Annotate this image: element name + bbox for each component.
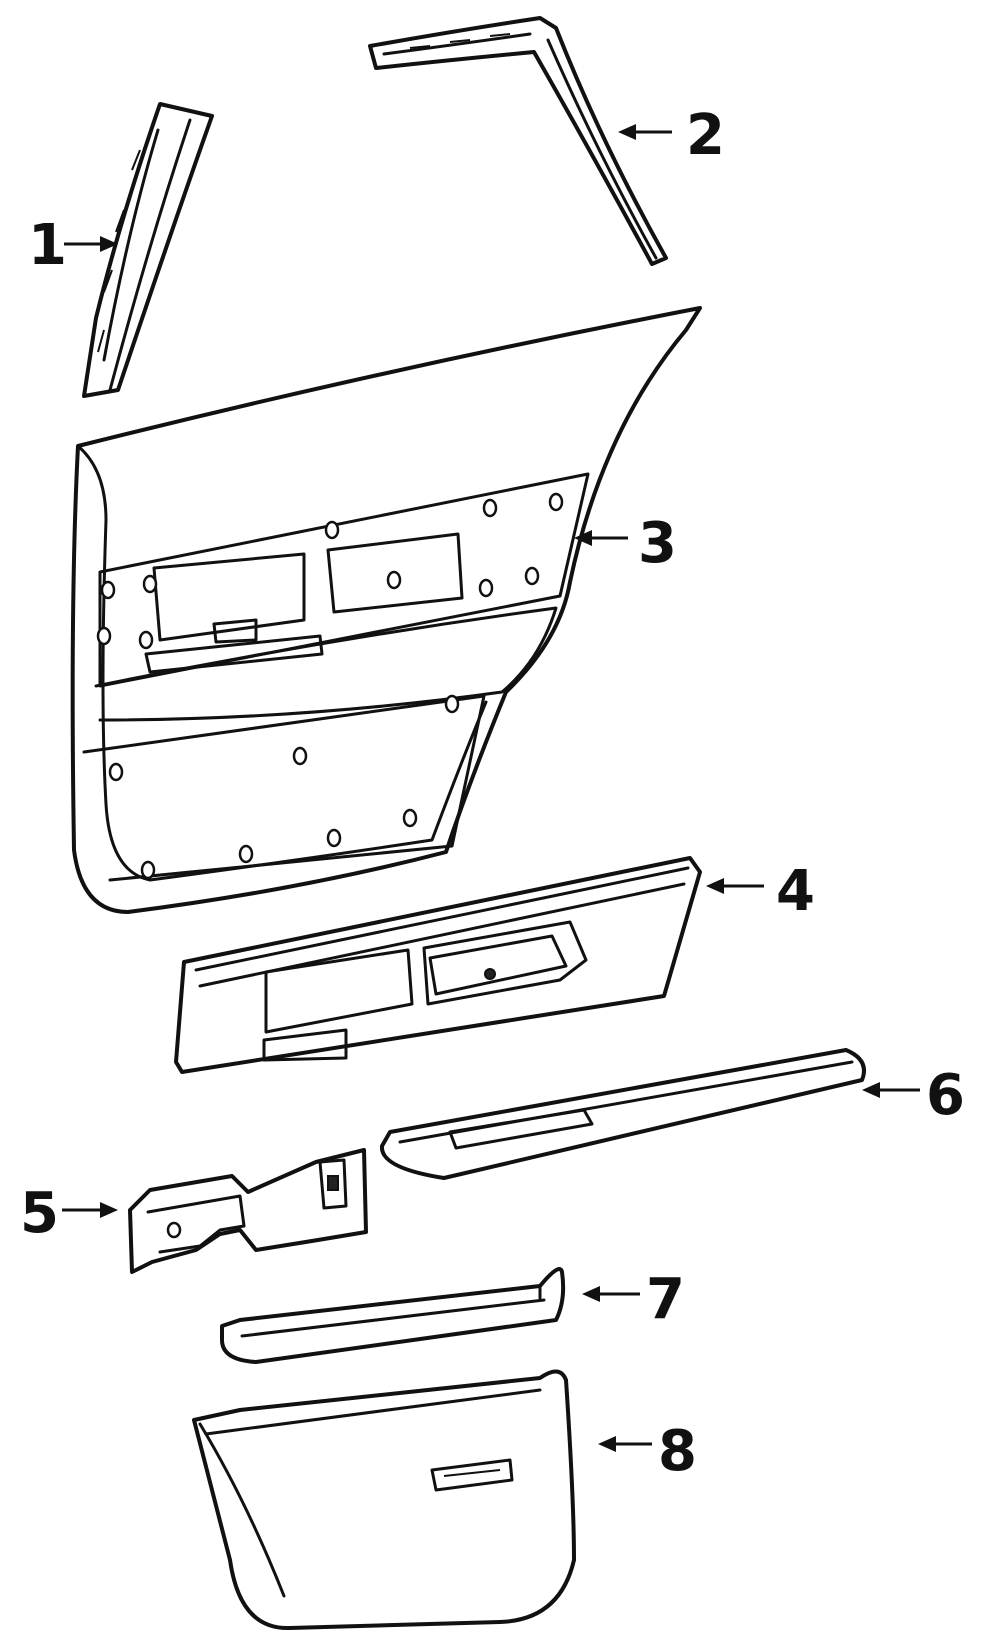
part-1-front-garnish-molding [82,102,214,398]
callout-4: 4 [776,859,815,924]
callout-3: 3 [638,511,677,576]
part-6-armrest-pad [379,1048,866,1180]
part-3-door-trim-panel [70,306,702,914]
callout-6: 6 [926,1063,965,1128]
part-2-upper-frame-molding [368,16,668,266]
callout-5: 5 [20,1181,59,1246]
callout-leaders [62,124,920,1452]
callout-2: 2 [686,103,725,168]
callout-7: 7 [646,1267,685,1332]
part-4-armrest-bezel [174,856,702,1074]
callout-8: 8 [658,1419,697,1484]
callout-1: 1 [28,213,67,278]
part-8-lower-door-pocket [192,1369,576,1631]
part-5-switch-plate [128,1148,368,1274]
part-7-lower-molding [220,1267,566,1364]
